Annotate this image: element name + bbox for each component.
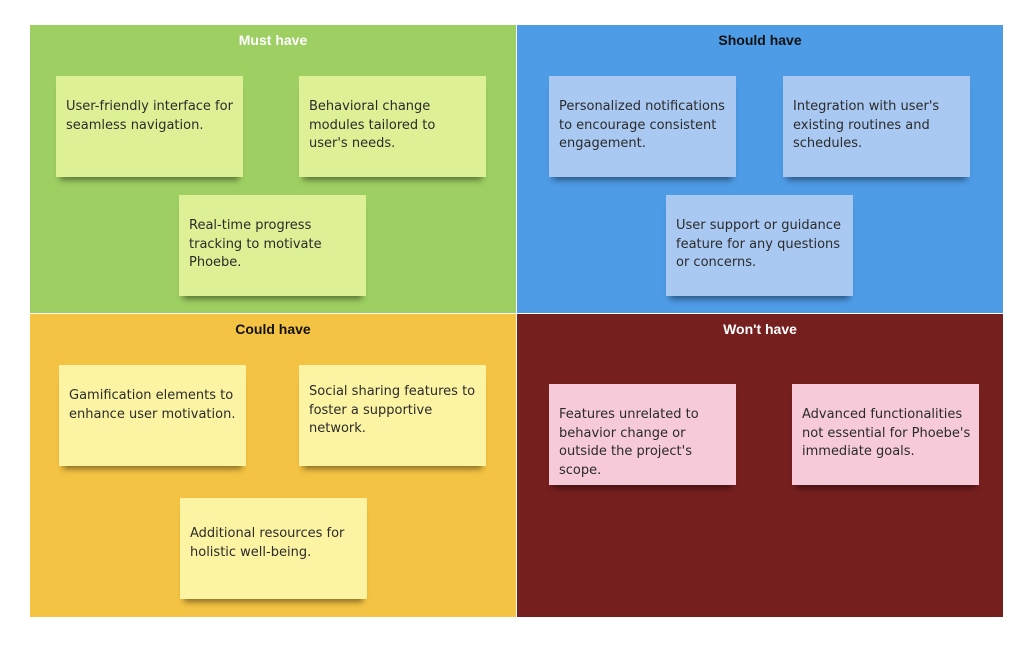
sticky-note[interactable]: Gamification elements to enhance user mo… — [59, 365, 246, 466]
sticky-note-text: User-friendly interface for seamless nav… — [66, 99, 233, 133]
sticky-note-text: Advanced functionalities not essential f… — [802, 407, 971, 459]
quadrant-could-have: Could have Gamification elements to enha… — [30, 314, 516, 617]
sticky-note-text: Behavioral change modules tailored to us… — [309, 99, 436, 151]
sticky-note[interactable]: User-friendly interface for seamless nav… — [56, 76, 243, 177]
sticky-note[interactable]: Personalized notifications to encourage … — [549, 76, 736, 177]
sticky-note-text: Integration with user's existing routine… — [793, 99, 940, 151]
quadrant-title: Must have — [238, 32, 308, 48]
quadrant-should-have: Should have Personalized notifications t… — [517, 25, 1003, 313]
moscow-board: Must have User-friendly interface for se… — [30, 25, 1003, 617]
sticky-note[interactable]: Integration with user's existing routine… — [783, 76, 970, 177]
sticky-note-text: Social sharing features to foster a supp… — [309, 384, 476, 436]
quadrant-title: Won't have — [723, 321, 797, 337]
sticky-note-text: Personalized notifications to encourage … — [559, 99, 725, 151]
sticky-note[interactable]: Social sharing features to foster a supp… — [299, 365, 486, 466]
sticky-note-text: Additional resources for holistic well-b… — [190, 526, 345, 560]
quadrant-wont-have: Won't have Features unrelated to behavio… — [517, 314, 1003, 617]
quadrant-title: Should have — [718, 32, 802, 48]
sticky-note[interactable]: Behavioral change modules tailored to us… — [299, 76, 486, 177]
sticky-note-text: User support or guidance feature for any… — [676, 218, 841, 270]
sticky-note[interactable]: Advanced functionalities not essential f… — [792, 384, 979, 485]
sticky-note-text: Real-time progress tracking to motivate … — [189, 218, 322, 270]
sticky-note[interactable]: Real-time progress tracking to motivate … — [179, 195, 366, 296]
sticky-note-text: Gamification elements to enhance user mo… — [69, 388, 236, 422]
sticky-note[interactable]: User support or guidance feature for any… — [666, 195, 853, 296]
sticky-note-text: Features unrelated to behavior change or… — [559, 407, 699, 478]
sticky-note[interactable]: Features unrelated to behavior change or… — [549, 384, 736, 485]
quadrant-title: Could have — [235, 321, 311, 337]
sticky-note[interactable]: Additional resources for holistic well-b… — [180, 498, 367, 599]
quadrant-must-have: Must have User-friendly interface for se… — [30, 25, 516, 313]
